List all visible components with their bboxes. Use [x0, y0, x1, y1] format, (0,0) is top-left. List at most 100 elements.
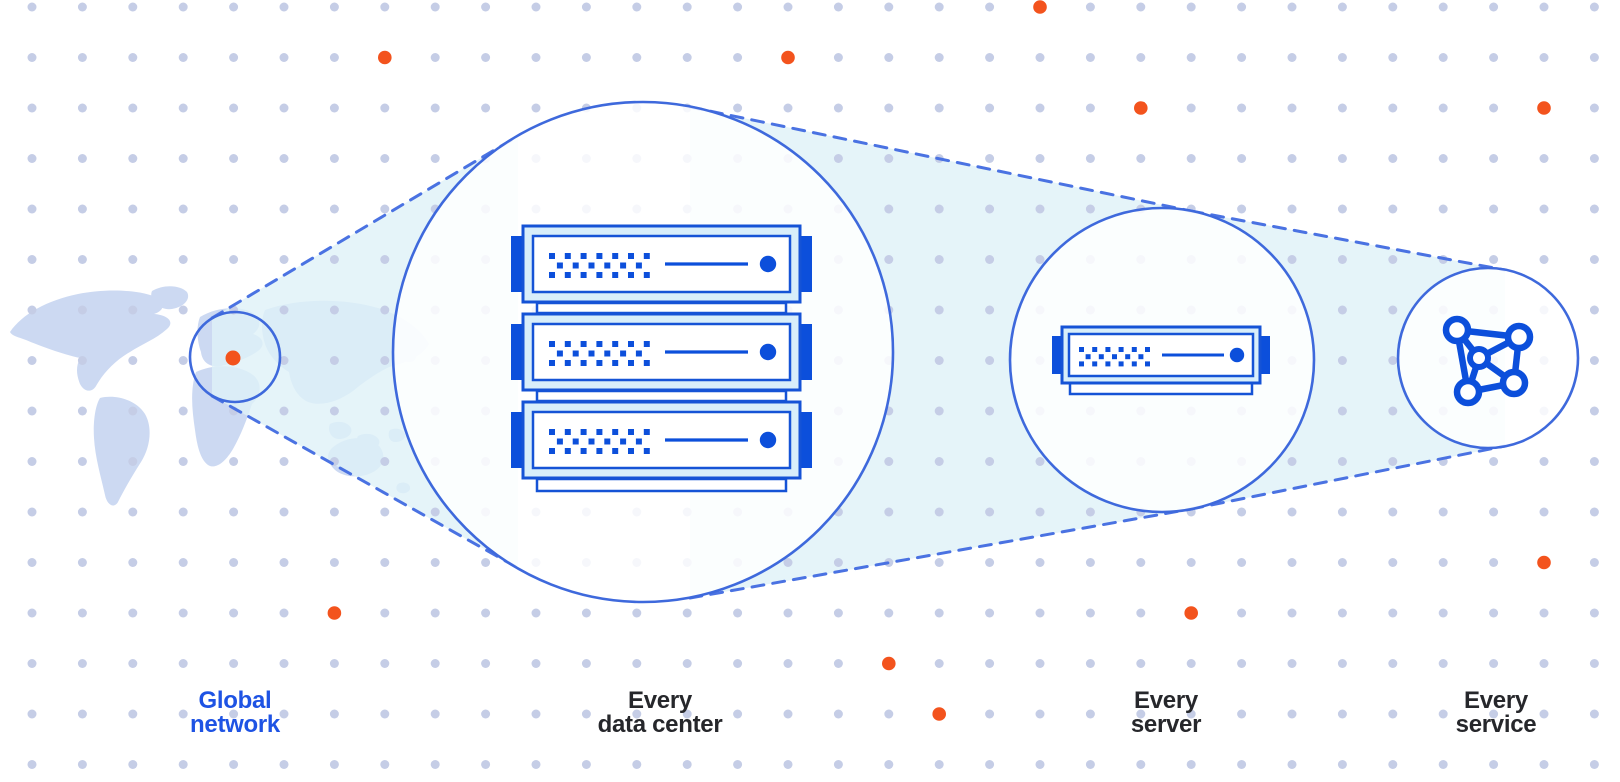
grid-dot: [985, 709, 995, 719]
rack-led: [759, 431, 777, 449]
matrix-dot: [643, 253, 650, 259]
matrix-dot: [628, 360, 634, 366]
grid-dot: [783, 709, 793, 719]
matrix-dot: [588, 438, 595, 445]
grid-dot: [884, 760, 894, 769]
grid-dot: [1489, 659, 1499, 668]
grid-dot: [178, 760, 188, 769]
matrix-dot: [549, 272, 555, 278]
grid-dot: [1438, 558, 1448, 567]
label-every-server: Every server: [1131, 689, 1202, 737]
label-line: Every: [1464, 687, 1528, 714]
grid-dot: [1539, 507, 1549, 517]
grid-dot: [833, 558, 843, 567]
grid-dot: [934, 760, 944, 769]
rack-right-tab: [799, 412, 812, 468]
grid-dot: [178, 305, 188, 315]
grid-dot: [884, 2, 894, 12]
grid-dot: [1539, 53, 1549, 62]
matrix-dot: [628, 253, 634, 259]
grid-dot: [1186, 709, 1196, 719]
grid-dot: [128, 356, 138, 365]
grid-dot: [380, 406, 390, 416]
grid-dot: [833, 608, 843, 618]
grid-dot: [77, 457, 87, 466]
grid-dot: [1388, 507, 1398, 517]
grid-dot: [1438, 2, 1448, 12]
grid-dot: [430, 659, 440, 668]
grid-dot: [229, 154, 239, 163]
server-base: [1068, 381, 1254, 396]
grid-dot: [934, 406, 944, 416]
grid-dot: [1287, 103, 1297, 113]
rack-led: [759, 343, 777, 361]
matrix-dot: [549, 341, 555, 347]
grid-dot: [77, 558, 87, 567]
grid-dot: [1388, 53, 1398, 62]
grid-dot: [229, 255, 239, 264]
grid-dot: [1438, 204, 1448, 214]
grid-dot: [1237, 608, 1247, 618]
grid-dot: [1136, 659, 1146, 668]
accent-dot: [327, 606, 342, 620]
map-location-marker: [225, 350, 241, 366]
matrix-dot: [549, 429, 555, 435]
grid-dot: [1539, 457, 1549, 466]
grid-dot: [279, 255, 289, 264]
grid-dot: [329, 103, 339, 113]
grid-dot: [430, 760, 440, 769]
grid-dot: [632, 2, 642, 12]
grid-dot: [1589, 204, 1599, 214]
matrix-dot: [580, 253, 587, 259]
grid-dot: [1186, 558, 1196, 567]
matrix-dot: [612, 253, 619, 259]
grid-dot: [1438, 154, 1448, 163]
matrix-dot: [1112, 354, 1117, 360]
grid-dot: [1589, 457, 1599, 466]
grid-dot: [27, 760, 37, 769]
accent-dot: [1537, 555, 1551, 570]
grid-dot: [833, 53, 843, 62]
matrix-dot: [1138, 354, 1144, 360]
label-line: data center: [597, 711, 723, 738]
mesh-nodes: [1442, 315, 1534, 407]
grid-dot: [178, 204, 188, 214]
grid-dot: [1388, 760, 1398, 769]
server-faceplate: [1067, 332, 1255, 378]
grid-dot: [733, 760, 743, 769]
matrix-dot: [643, 272, 650, 278]
grid-dot: [632, 709, 642, 719]
grid-dot: [1085, 608, 1095, 618]
grid-dot: [77, 103, 87, 113]
grid-dot: [934, 103, 944, 113]
grid-dot: [27, 2, 37, 12]
grid-dot: [279, 356, 289, 365]
grid-dot: [1337, 204, 1347, 214]
grid-dot: [985, 457, 995, 466]
matrix-dot: [1105, 347, 1111, 352]
matrix-dot: [580, 429, 587, 435]
rack-tray: [535, 301, 788, 315]
grid-dot: [934, 608, 944, 618]
grid-dot: [884, 204, 894, 214]
grid-dot: [27, 659, 37, 668]
grid-dot: [329, 507, 339, 517]
grid-dot: [178, 558, 188, 567]
grid-dot: [581, 2, 591, 12]
grid-dot: [329, 2, 339, 12]
grid-dot: [531, 608, 541, 618]
grid-dot: [430, 608, 440, 618]
grid-dot: [27, 204, 37, 214]
grid-dot: [1337, 608, 1347, 618]
matrix-dot: [643, 341, 650, 347]
grid-dot: [178, 659, 188, 668]
grid-dot: [884, 457, 894, 466]
grid-dot: [128, 608, 138, 618]
grid-dot: [1438, 760, 1448, 769]
matrix-dot: [556, 262, 563, 269]
grid-dot: [1085, 709, 1095, 719]
grid-dot: [329, 659, 339, 668]
grid-dot: [329, 406, 339, 416]
grid-dot: [1136, 53, 1146, 62]
grid-dot: [329, 154, 339, 163]
